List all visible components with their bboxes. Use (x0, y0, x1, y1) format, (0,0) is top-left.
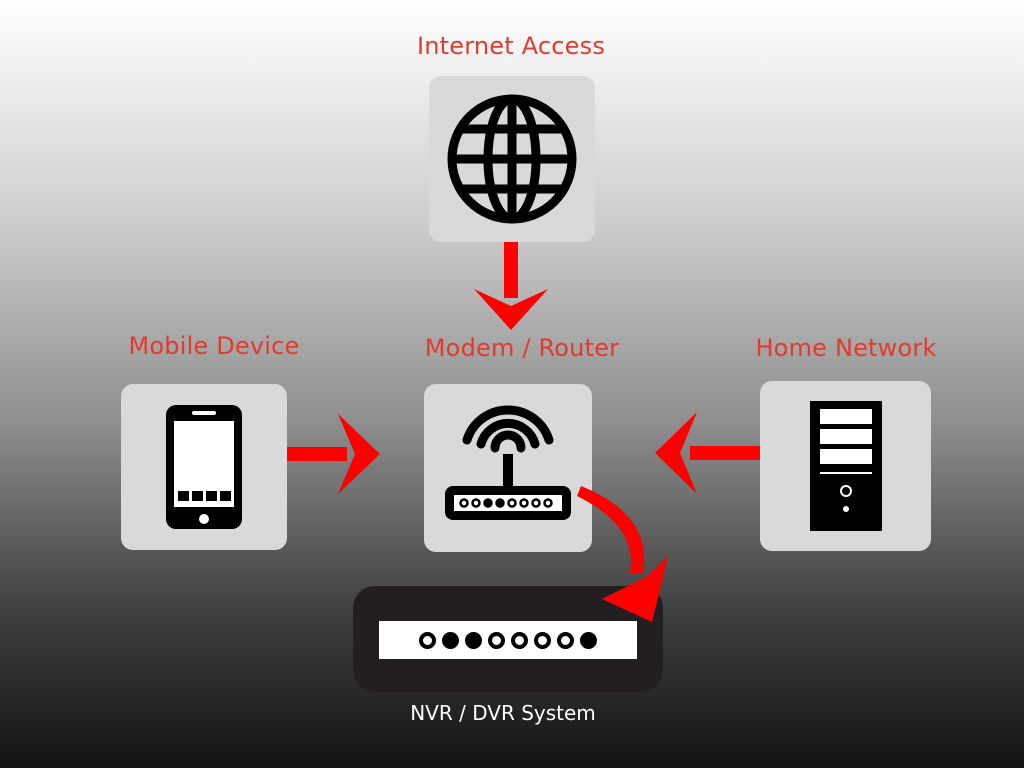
nvr-port-3-icon (465, 631, 482, 649)
desktop-tower-icon (809, 401, 882, 531)
internet-access-label: Internet Access (416, 32, 606, 60)
mobile-device-node (121, 384, 287, 550)
modem-router-node (424, 384, 592, 552)
globe-icon (447, 94, 577, 224)
home-network-label: Home Network (755, 334, 937, 362)
internet-access-node (429, 76, 595, 242)
modem-router-label: Modem / Router (424, 334, 620, 362)
wifi-router-icon (445, 405, 571, 520)
nvr-port-2-icon (442, 631, 459, 649)
home-network-node (760, 381, 931, 551)
nvr-port-strip (379, 621, 637, 659)
nvr-port-1-icon (419, 631, 436, 649)
arrow-internet-to-router (474, 242, 548, 330)
arrow-mobile-to-router (287, 414, 380, 494)
nvr-port-5-icon (511, 631, 528, 649)
nvr-port-7-icon (557, 631, 574, 649)
nvr-port-6-icon (534, 631, 551, 649)
arrow-home-to-router (655, 412, 760, 494)
smartphone-icon (166, 405, 242, 529)
nvr-dvr-node (353, 586, 663, 692)
arrow-router-to-nvr (577, 486, 668, 622)
nvr-dvr-label: NVR / DVR System (410, 701, 596, 725)
mobile-device-label: Mobile Device (128, 332, 300, 360)
nvr-port-8-icon (580, 631, 597, 649)
nvr-port-4-icon (488, 631, 505, 649)
